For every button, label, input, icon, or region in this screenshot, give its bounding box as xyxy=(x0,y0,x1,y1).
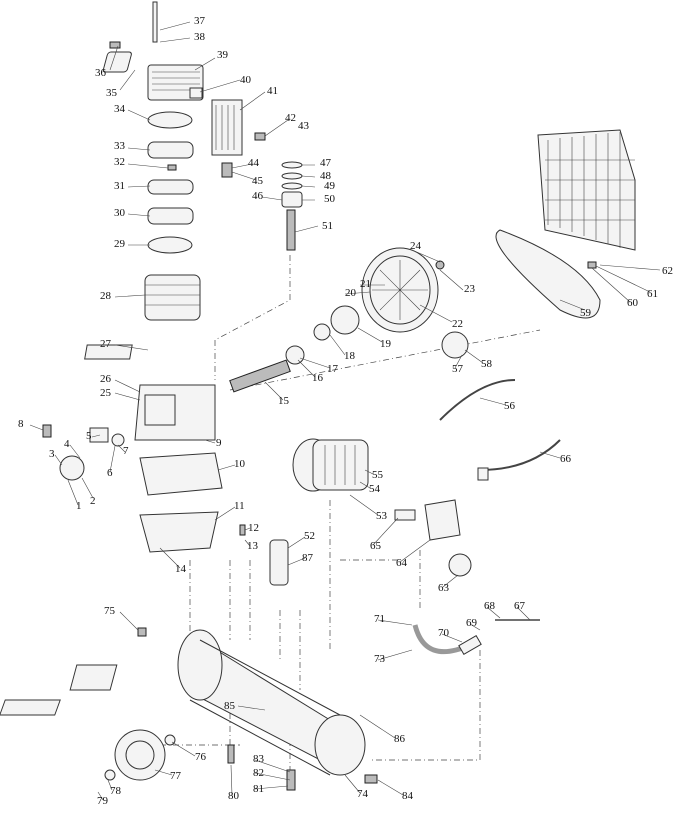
label-22: 22 xyxy=(452,318,463,330)
label-75: 75 xyxy=(104,605,116,617)
label-36: 36 xyxy=(95,67,107,79)
label-41: 41 xyxy=(267,85,278,97)
label-39: 39 xyxy=(217,49,229,61)
label-59: 59 xyxy=(580,307,592,319)
label-51: 51 xyxy=(322,220,333,232)
label-70: 70 xyxy=(438,627,450,639)
crankshaft-pulley-assembly xyxy=(229,129,636,393)
label-17: 17 xyxy=(327,363,339,375)
label-87: 87 xyxy=(302,552,314,564)
label-12: 12 xyxy=(248,522,259,534)
label-4: 4 xyxy=(64,438,70,450)
label-26: 26 xyxy=(100,373,112,385)
label-15: 15 xyxy=(278,395,290,407)
label-28: 28 xyxy=(100,290,112,302)
label-84: 84 xyxy=(402,790,414,802)
label-8: 8 xyxy=(18,418,24,430)
label-66: 66 xyxy=(560,453,572,465)
label-83: 83 xyxy=(253,753,265,765)
label-69: 69 xyxy=(466,617,478,629)
label-81: 81 xyxy=(253,783,264,795)
label-21: 21 xyxy=(360,278,371,290)
label-23: 23 xyxy=(464,283,476,295)
label-25: 25 xyxy=(100,387,112,399)
label-5: 5 xyxy=(86,430,92,442)
label-77: 77 xyxy=(170,770,182,782)
label-32: 32 xyxy=(114,156,125,168)
leader-lines xyxy=(29,21,661,801)
label-45: 45 xyxy=(252,175,264,187)
label-13: 13 xyxy=(247,540,259,552)
part-number-labels: 37 38 36 39 35 40 41 34 42 43 33 32 44 4… xyxy=(18,15,673,807)
label-71: 71 xyxy=(374,613,385,625)
label-33: 33 xyxy=(114,140,126,152)
label-40: 40 xyxy=(240,74,252,86)
label-60: 60 xyxy=(627,297,639,309)
motor-and-controls xyxy=(137,379,561,656)
label-48: 48 xyxy=(320,170,332,182)
label-61: 61 xyxy=(647,288,658,300)
label-53: 53 xyxy=(376,510,388,522)
label-18: 18 xyxy=(344,350,356,362)
label-64: 64 xyxy=(396,557,408,569)
label-14: 14 xyxy=(175,563,187,575)
label-38: 38 xyxy=(194,31,206,43)
label-34: 34 xyxy=(114,103,126,115)
label-50: 50 xyxy=(324,193,336,205)
label-7: 7 xyxy=(123,445,129,457)
label-57: 57 xyxy=(452,363,464,375)
label-27: 27 xyxy=(100,338,112,350)
label-43: 43 xyxy=(298,120,310,132)
label-2: 2 xyxy=(90,495,96,507)
label-58: 58 xyxy=(481,358,493,370)
cylinder-head-assembly xyxy=(84,1,303,441)
label-3: 3 xyxy=(49,448,55,460)
label-62: 62 xyxy=(662,265,673,277)
label-85: 85 xyxy=(224,700,236,712)
label-11: 11 xyxy=(234,500,245,512)
label-49: 49 xyxy=(324,180,336,192)
label-10: 10 xyxy=(234,458,246,470)
label-6: 6 xyxy=(107,467,113,479)
label-29: 29 xyxy=(114,238,126,250)
air-tank-assembly xyxy=(0,629,378,791)
label-1: 1 xyxy=(76,500,82,512)
label-65: 65 xyxy=(370,540,382,552)
label-9: 9 xyxy=(216,437,222,449)
label-16: 16 xyxy=(312,372,324,384)
label-56: 56 xyxy=(504,400,516,412)
label-47: 47 xyxy=(320,157,332,169)
label-63: 63 xyxy=(438,582,450,594)
side-cover-parts xyxy=(42,424,223,553)
label-80: 80 xyxy=(228,790,240,802)
label-24: 24 xyxy=(410,240,422,252)
label-79: 79 xyxy=(97,795,109,807)
label-44: 44 xyxy=(248,157,260,169)
label-42: 42 xyxy=(285,112,296,124)
label-78: 78 xyxy=(110,785,122,797)
label-86: 86 xyxy=(394,733,406,745)
label-35: 35 xyxy=(106,87,118,99)
label-55: 55 xyxy=(372,469,384,481)
label-20: 20 xyxy=(345,287,357,299)
label-74: 74 xyxy=(357,788,369,800)
label-73: 73 xyxy=(374,653,386,665)
label-68: 68 xyxy=(484,600,496,612)
assembly-lines xyxy=(160,255,541,790)
label-82: 82 xyxy=(253,767,264,779)
label-30: 30 xyxy=(114,207,126,219)
label-54: 54 xyxy=(369,483,381,495)
label-52: 52 xyxy=(304,530,315,542)
label-76: 76 xyxy=(195,751,207,763)
label-67: 67 xyxy=(514,600,526,612)
label-46: 46 xyxy=(252,190,264,202)
label-37: 37 xyxy=(194,15,206,27)
label-19: 19 xyxy=(380,338,392,350)
label-31: 31 xyxy=(114,180,125,192)
